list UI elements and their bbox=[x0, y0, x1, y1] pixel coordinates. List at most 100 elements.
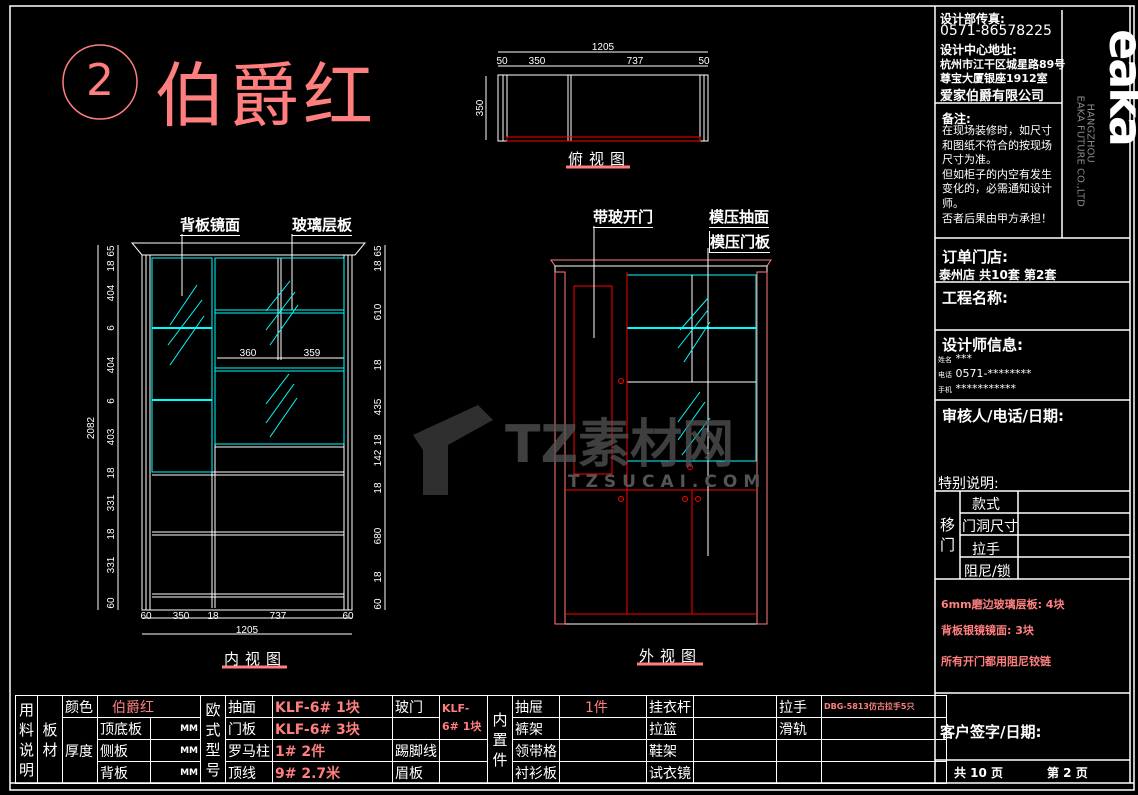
logo-sub-2: EAKA FUTURE CO.,LTD bbox=[1074, 95, 1086, 207]
top-view-drawing bbox=[485, 51, 709, 142]
svg-text:404: 404 bbox=[106, 284, 117, 301]
outer-view-label: 外视图 bbox=[639, 647, 703, 665]
order-store-value: 泰州店 共10套 第2套 bbox=[939, 268, 1057, 282]
glass-door-label: 玻门 bbox=[392, 695, 440, 718]
svg-text:18: 18 bbox=[373, 260, 384, 272]
empty-cell bbox=[776, 761, 822, 784]
fax-label: 设计部传真: bbox=[940, 12, 1005, 26]
table-row: 侧板 MM 罗马柱 1# 2件 踢脚线 领带格 鞋架 bbox=[16, 739, 947, 762]
title-number: 2 bbox=[86, 55, 114, 106]
svg-text:610: 610 bbox=[373, 303, 384, 320]
drawer-front-value: KLF-6# 1块 bbox=[272, 695, 393, 718]
inner-view-label: 内视图 bbox=[224, 650, 288, 668]
svg-text:331: 331 bbox=[106, 556, 117, 573]
pants-rack-value bbox=[559, 717, 647, 740]
watermark-logo-icon bbox=[408, 400, 498, 500]
svg-text:435: 435 bbox=[373, 398, 384, 415]
title-number-circle bbox=[62, 44, 138, 120]
tie-rack-value bbox=[559, 739, 647, 762]
door-panel-label: 门板 bbox=[225, 717, 273, 740]
sliding-handle-label: 拉手 bbox=[972, 542, 1000, 558]
inner-dim-359: 359 bbox=[304, 348, 321, 359]
fitting-mirror-value bbox=[693, 761, 777, 784]
callout-glass-shelf: 玻璃层板 bbox=[292, 216, 353, 236]
inner-bottom-dims: 60 350 18 737 60 1205 bbox=[140, 611, 354, 636]
top-molding-value: 9# 2.7米 bbox=[272, 761, 393, 784]
page-title: 伯爵红 bbox=[155, 55, 377, 137]
inner-view-glass bbox=[151, 257, 345, 473]
sliding-door-label: 移门 bbox=[940, 516, 956, 554]
svg-text:6: 6 bbox=[106, 325, 117, 331]
svg-text:18: 18 bbox=[373, 359, 384, 371]
roman-column-value: 1# 2件 bbox=[272, 739, 393, 762]
logo-sub-1: HANGZHOU bbox=[1084, 103, 1096, 163]
shoe-rack-value bbox=[693, 739, 777, 762]
svg-text:18: 18 bbox=[106, 260, 117, 272]
kickboard-value bbox=[439, 739, 488, 762]
sliding-damper-label: 阻尼/锁 bbox=[964, 564, 1011, 580]
back-board-label: 背板 bbox=[97, 761, 151, 784]
kickboard-label: 踢脚线 bbox=[392, 739, 440, 762]
back-board-value: MM bbox=[150, 761, 201, 784]
top-molding-label: 顶线 bbox=[225, 761, 273, 784]
red-note-3: 所有开门都用阻尼铰链 bbox=[941, 655, 1051, 668]
svg-text:18: 18 bbox=[373, 482, 384, 494]
notes-label: 备注: bbox=[942, 112, 971, 126]
top-dim-left-bay: 350 bbox=[529, 56, 546, 67]
brow-board-value bbox=[439, 761, 488, 784]
fitting-mirror-label: 试衣镜 bbox=[646, 761, 694, 784]
red-note-2: 背板银镜镜面: 3块 bbox=[941, 624, 1034, 637]
svg-text:18: 18 bbox=[373, 571, 384, 583]
handle-value: DBG-5813仿古拉手5只 bbox=[821, 695, 947, 718]
side-board-value: MM bbox=[150, 739, 201, 762]
sliding-opening-label: 门洞尺寸 bbox=[962, 519, 1018, 535]
shoe-rack-label: 鞋架 bbox=[646, 739, 694, 762]
address-label: 设计中心地址: bbox=[940, 43, 1017, 57]
inner-left-dims: 65 18 404 6 404 6 403 18 331 18 331 60 2… bbox=[86, 245, 117, 609]
svg-text:18: 18 bbox=[106, 467, 117, 479]
drawer-label: 抽屉 bbox=[512, 695, 560, 718]
company-name: 爱家伯爵有限公司 bbox=[940, 89, 1045, 104]
top-dim-right-post: 50 bbox=[698, 56, 710, 67]
shirt-board-label: 衬衫板 bbox=[512, 761, 560, 784]
order-store-label: 订单门店: bbox=[942, 248, 1008, 266]
notes-list: 在现场装修时，如尺寸和图纸不符合的按现场尺寸为准。但如柜子的内空有发生变化的，必… bbox=[942, 124, 1052, 225]
empty-cell bbox=[821, 739, 947, 762]
watermark-text: TZ素材网 bbox=[505, 415, 735, 475]
inner-view-drawing bbox=[97, 234, 386, 635]
glass-door-value: KLF-6# 1块 bbox=[439, 695, 488, 740]
drawer-value: 1件 bbox=[559, 695, 647, 718]
pull-basket-label: 拉篮 bbox=[646, 717, 694, 740]
top-dim-depth: 350 bbox=[475, 99, 486, 116]
eaka-logo: eaka bbox=[1098, 29, 1138, 145]
inner-total-height: 2082 bbox=[86, 416, 97, 439]
special-notes-label: 特别说明: bbox=[938, 476, 999, 492]
table-row: 厚度 顶底板 MM 门板 KLF-6# 3块 裤架 拉篮 滑轨 bbox=[16, 717, 947, 784]
material-label: 用料说明 bbox=[15, 695, 38, 784]
svg-text:60: 60 bbox=[373, 598, 384, 610]
brow-board-label: 眉板 bbox=[392, 761, 440, 784]
inner-right-dims: 65 18 610 18 435 18 142 18 680 18 60 bbox=[373, 245, 384, 610]
sliding-style-label: 款式 bbox=[972, 497, 1000, 513]
top-view-label: 俯视图 bbox=[568, 150, 632, 168]
svg-text:404: 404 bbox=[106, 356, 117, 373]
hanging-rod-value bbox=[693, 695, 777, 718]
thickness-label: 厚度 bbox=[62, 717, 98, 784]
svg-text:60: 60 bbox=[140, 611, 152, 622]
board-label: 板材 bbox=[37, 695, 63, 784]
address-line-2: 尊宝大厦银座1912室 bbox=[940, 72, 1048, 85]
svg-text:65: 65 bbox=[106, 245, 117, 257]
empty-cell bbox=[776, 739, 822, 762]
red-note-1: 6mm磨边玻璃层板: 4块 bbox=[941, 598, 1065, 611]
hanging-rod-label: 挂衣杆 bbox=[646, 695, 694, 718]
top-dim-left-post: 50 bbox=[496, 56, 508, 67]
reviewer-label: 审核人/电话/日期: bbox=[942, 407, 1064, 425]
watermark-subtext: TZSUCAI.COM bbox=[568, 472, 767, 492]
top-bottom-board-label: 顶底板 bbox=[97, 717, 151, 740]
table-row: 用料说明 板材 颜色 伯爵红 欧式型号 抽面 KLF-6# 1块 玻门 KLF-… bbox=[15, 695, 947, 784]
page-current: 第 2 页 bbox=[1047, 766, 1088, 780]
shirt-board-value bbox=[559, 761, 647, 784]
top-dim-total: 1205 bbox=[592, 42, 615, 53]
empty-cell bbox=[392, 717, 440, 740]
